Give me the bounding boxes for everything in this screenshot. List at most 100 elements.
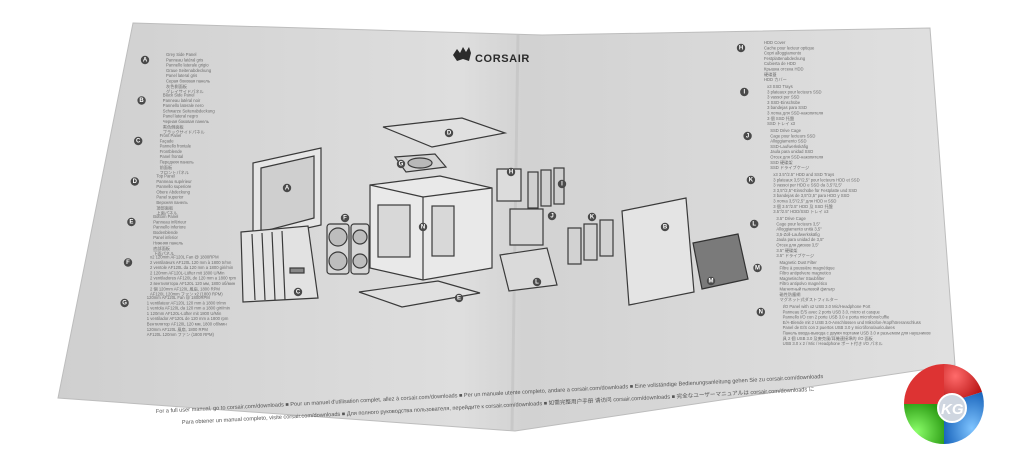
legend-line: Panneau E/S avec 2 ports USB 3.0, micro … [783, 309, 881, 314]
legend-line: Frontblende [160, 149, 183, 154]
legend-line: 2 個 120mm AF120L 風扇, 1800 RPM [150, 285, 220, 292]
legend-line: 黑色側面板 [163, 123, 185, 130]
legend-line: Obere Abdeckung [156, 189, 190, 194]
legend-line: Черная боковая панель [163, 119, 210, 124]
diagram-label-text: A [285, 185, 290, 191]
legend-letter: L [752, 221, 756, 227]
legend-line: AF120L 120mm ファン (1800 RPM) [147, 332, 215, 338]
legend-line: Front Panel [160, 133, 182, 138]
legend-line: Pannello frontale [160, 144, 192, 149]
part-chassis [369, 175, 493, 281]
part-hdd-cage [499, 247, 558, 292]
kg-watermark-text: KG [941, 401, 964, 418]
legend-line: Bodenblende [153, 230, 178, 235]
legend-line: 3 SSD-Einschübe [767, 100, 801, 105]
diagram-label-i: I [557, 179, 567, 189]
legend-line: Cage pour lecteurs SSD [770, 133, 815, 138]
diagram-label-bubble [532, 277, 542, 287]
legend-line: Façade [160, 138, 175, 143]
legend-line: グレイサイドパネル [166, 88, 204, 95]
diagram-label-bubble [660, 222, 670, 232]
legend-line: 3.5" ドライブケージ [776, 252, 814, 259]
legend-line: 前面板 [160, 164, 173, 171]
legend-line: 3 vassoi per HDD e SSD da 3,5"/2,5" [773, 183, 842, 188]
legend-line: SSD ドライブケージ [770, 164, 809, 171]
legend-line: Magnetischer Staubfilter [780, 276, 826, 281]
legend-line: 3 bandejas para SSD [767, 105, 807, 110]
diagram-label-f: F [340, 213, 350, 223]
legend-letter: N [759, 309, 763, 315]
diagram-label-text: G [399, 161, 404, 167]
legend-line: Вентилятор AF120L 120 мм, 1800 об/мин [147, 322, 228, 327]
legend-entry-n: NI/O Panel with x2 USB 3.0 Mic/Headphone… [756, 304, 931, 347]
diagram-label-text: C [296, 289, 301, 295]
exploded-case-diagram [240, 117, 749, 308]
legend-line: 3 bandejas de 3,5"/2,5" para HDD y SSD [773, 193, 849, 198]
legend-line: Jaula para unidad de 3,5" [776, 237, 824, 242]
diagram-label-text: E [457, 295, 461, 301]
legend-line: Pannello laterale nero [163, 103, 204, 108]
legend-line: Нижняя панель [153, 241, 184, 246]
legend-line: x2 120mm AF120L Fan @ 1800RPM [150, 255, 219, 260]
legend-letter-bubble [127, 217, 136, 227]
legend-line: 下面パネル [153, 251, 174, 257]
legend-letter-bubble [137, 96, 146, 105]
legend-line: 1 ventola AF120L da 120 mm a 1800 giri/m… [147, 306, 231, 311]
legend-letter: D [133, 179, 138, 185]
part-hdd-trays [567, 219, 614, 265]
legend-line: 1 ventilador AF120L de 120 mm a 1800 rpm [147, 316, 229, 321]
legend-line: HDD Cover [764, 40, 786, 45]
legend-line: マグネット式ダストフィルター [780, 296, 839, 303]
legend-line: Pannello laterale grigio [166, 63, 209, 68]
legend-line: Panneau latéral gris [166, 57, 203, 62]
legend-letter: C [136, 138, 141, 144]
legend-letter-bubble [736, 43, 746, 53]
legend-line: SSD トレイ x3 [767, 121, 796, 126]
legend-line: 1 120mm AF120L-Lüfter mit 1800 U/Min [147, 311, 222, 316]
legend-line: 硬碟蓋 [764, 71, 777, 78]
legend-line: x3 SSD Trays [767, 84, 793, 89]
part-top-panel [382, 117, 508, 148]
diagram-label-n: N [418, 222, 428, 232]
legend-line: 上面パネル [156, 210, 177, 217]
legend-line: 120mm AF120L 風扇, 1800 RPM [147, 326, 209, 333]
legend-line: Jaula para unidad SSD [770, 149, 813, 154]
diagram-label-bubble [587, 212, 597, 222]
legend-letter-bubble [753, 263, 762, 273]
legend-letter-bubble [743, 131, 752, 141]
legend-line: Bottom Panel [153, 214, 178, 219]
legend-line: Schwarze Seitenabdeckung [163, 108, 216, 113]
diagram-label-text: M [709, 278, 714, 284]
diagram-label-b: B [660, 222, 670, 232]
legend-line: AF120L 120mm ファン x2 (1800 RPM) [150, 292, 223, 298]
legend-line: Grey Side Panel [166, 52, 197, 57]
diagram-label-text: I [561, 181, 563, 187]
legend-line: 底部面板 [153, 245, 171, 252]
legend-line: 3 лотка 3,5"/2,5" для HDD и SSD [773, 199, 836, 204]
legend-line: 2 ventole AF120L da 120 mm a 1800 giri/m… [150, 265, 234, 270]
legend-line: 3 個 SSD 托盤 [767, 115, 795, 122]
legend-line: 3 個 3.5"/2.5" HDD 及 SSD 托盤 [773, 203, 833, 210]
legend-letter-bubble [746, 175, 756, 185]
diagram-label-bubble [454, 293, 464, 303]
diagram-label-bubble [418, 222, 428, 232]
part-dust-filter [692, 233, 749, 290]
legend-line: Panel frontal [160, 154, 184, 159]
part-front-panel [240, 225, 319, 303]
legend-line: Magnetic Dust Filter [780, 260, 818, 265]
legend-line: 3 plateaux pour lecteurs SSD [767, 89, 821, 94]
legend-letter: E [129, 219, 133, 225]
diagram-label-text: L [535, 279, 539, 285]
legend-line: Panel lateral gris [166, 73, 197, 78]
legend-line: Cache pour lecteur optique [764, 45, 815, 50]
legend-line: Верхняя панель [156, 200, 188, 205]
diagram-label-bubble [444, 128, 454, 138]
